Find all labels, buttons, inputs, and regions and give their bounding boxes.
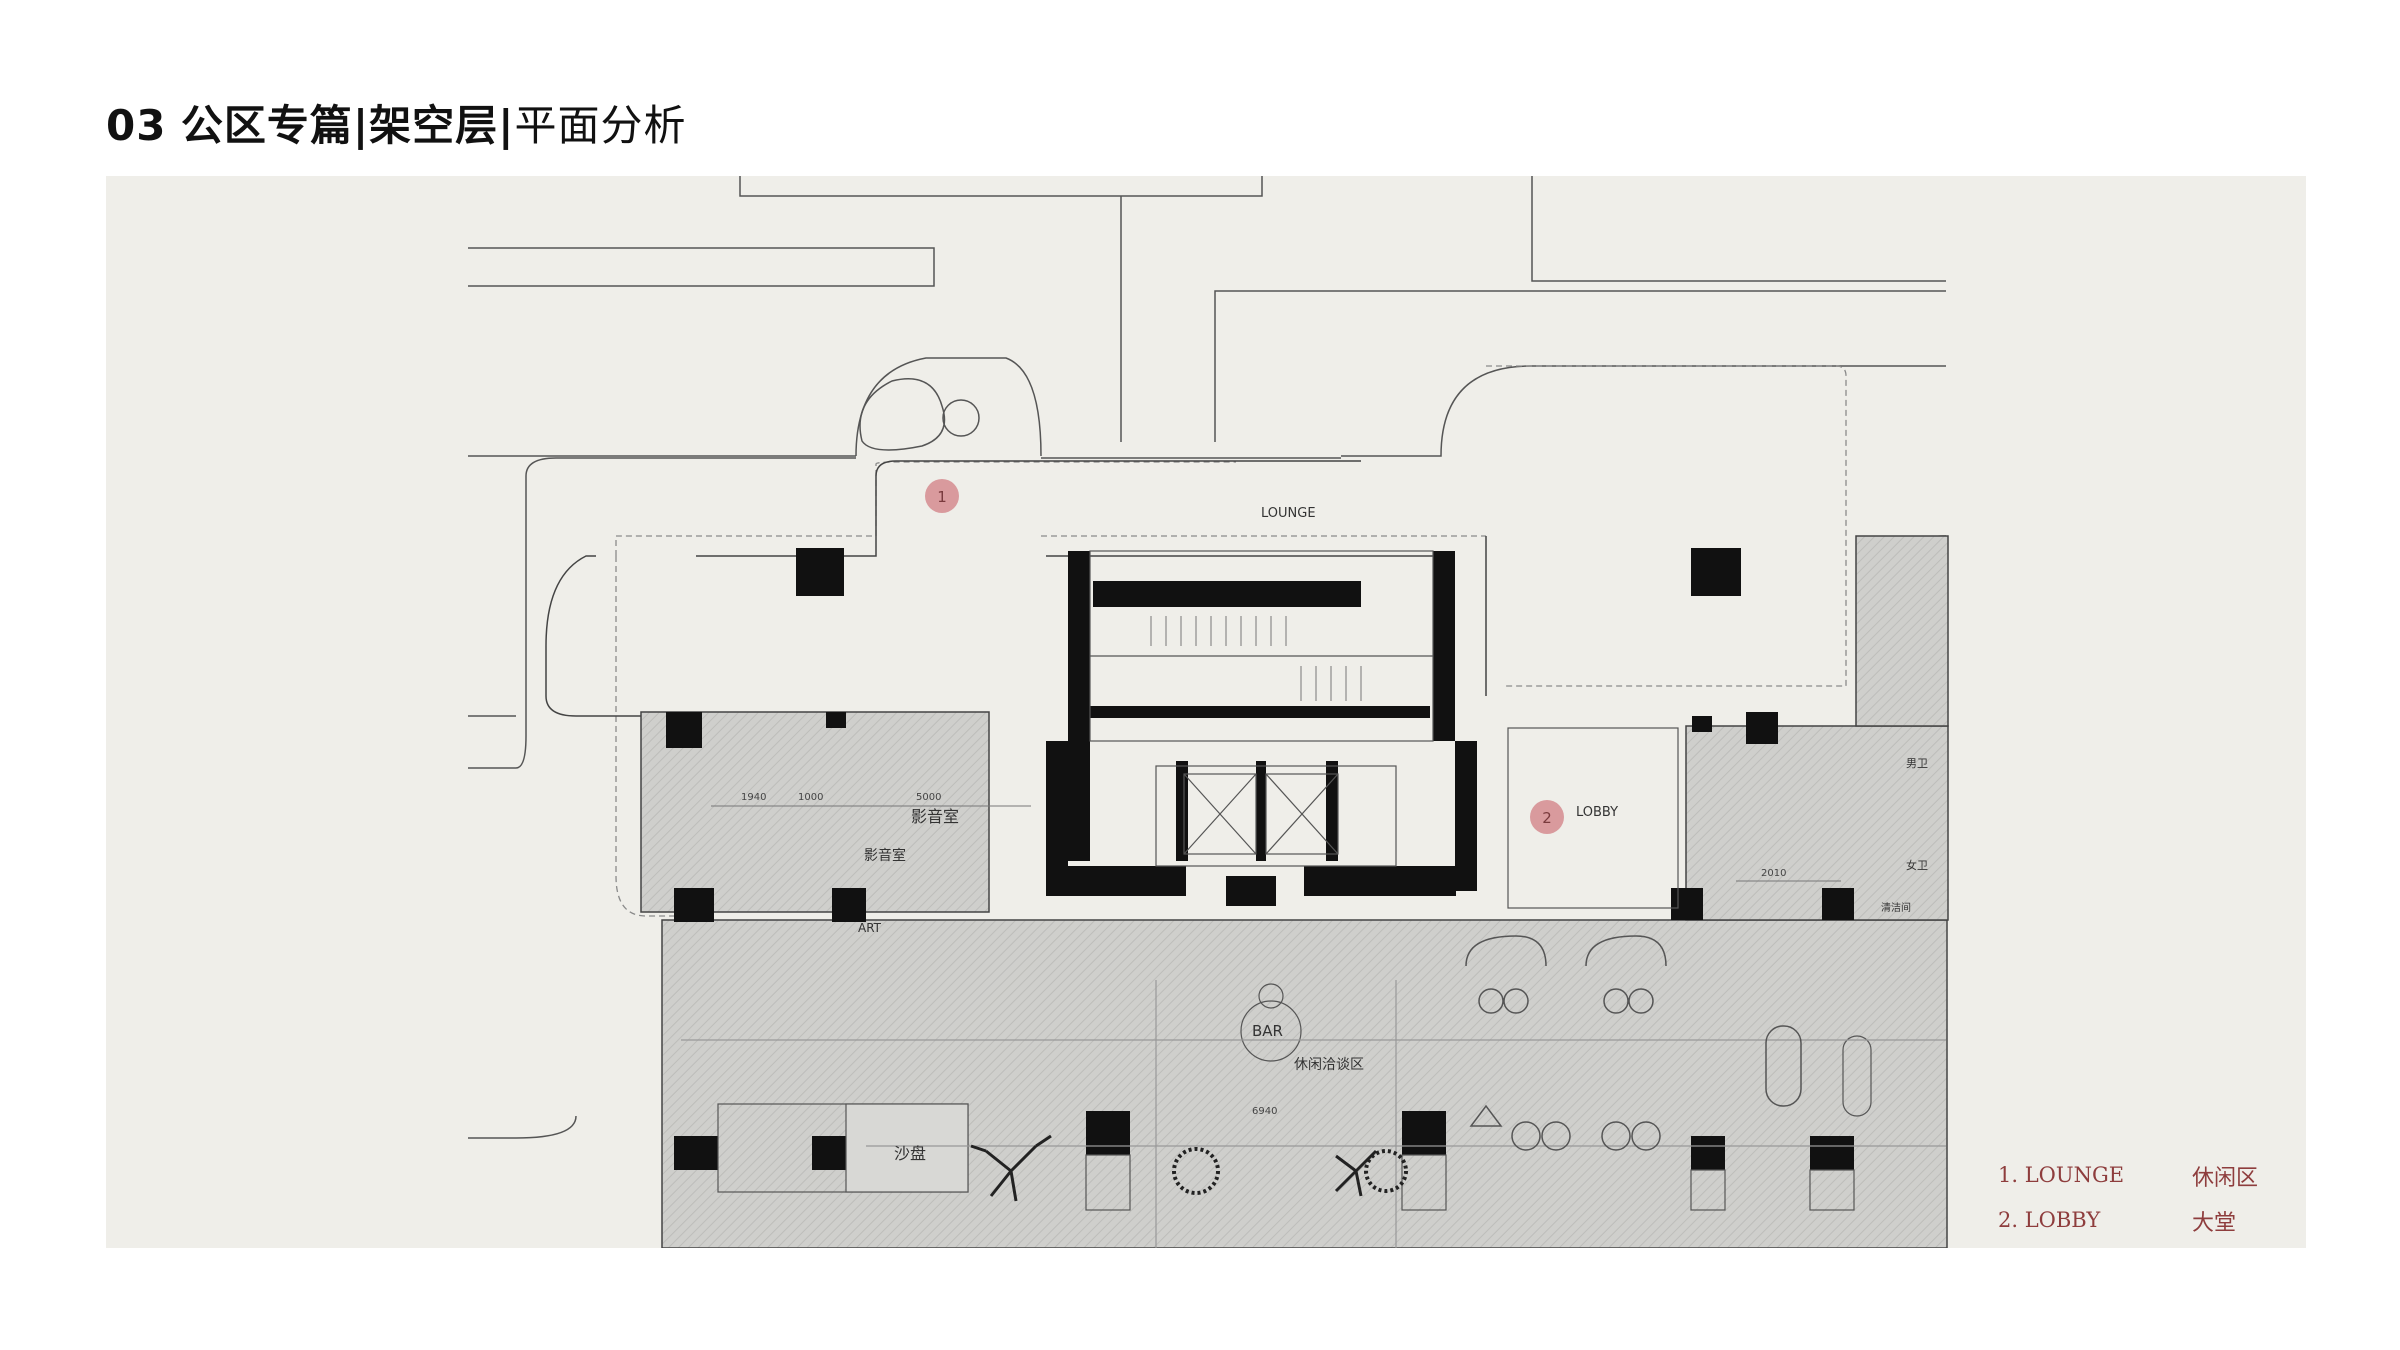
- floor-plan: 1 2 LOUNGE LOBBY 影音室 影音室 ART BAR 休闲洽谈区 沙…: [468, 176, 1949, 1248]
- marker-1-num: 1: [937, 488, 947, 506]
- dim-6940: 6940: [1252, 1106, 1277, 1117]
- dim-2010: 2010: [1761, 868, 1786, 879]
- trees: [970, 1134, 1408, 1202]
- label-leisure-area: 休闲洽谈区: [1294, 1057, 1364, 1073]
- dimensions: 1940 1000 5000 2010 6940: [711, 792, 1841, 1117]
- dim-5000: 5000: [916, 792, 941, 803]
- section-number: 03: [106, 101, 167, 150]
- marker-1: 1: [925, 479, 959, 513]
- label-lounge: LOUNGE: [1261, 506, 1316, 521]
- title-light: 平面分析: [514, 101, 687, 150]
- label-female-wc: 女卫: [1906, 858, 1928, 872]
- label-art: ART: [858, 921, 882, 935]
- marker-2: 2: [1530, 800, 1564, 834]
- core-walls: [1046, 551, 1477, 906]
- room-labels: LOUNGE LOBBY 影音室 影音室 ART BAR 休闲洽谈区 沙盘 男卫…: [858, 506, 1928, 1163]
- floor-plan-panel: 1 2 LOUNGE LOBBY 影音室 影音室 ART BAR 休闲洽谈区 沙…: [106, 176, 2306, 1248]
- core-details: [1089, 550, 1434, 867]
- fixtures: [681, 727, 1946, 1248]
- dim-1940: 1940: [741, 792, 766, 803]
- dim-1000: 1000: [798, 792, 823, 803]
- label-cinema-room-2: 影音室: [864, 847, 906, 864]
- legend-item-2-en: 2. LOBBY: [1998, 1208, 2101, 1232]
- page-title: 03 公区专篇|架空层|平面分析: [106, 92, 687, 153]
- marker-2-num: 2: [1542, 809, 1552, 827]
- furniture: [859, 378, 1802, 1151]
- label-male-wc: 男卫: [1906, 757, 1928, 770]
- legend-item-1-cn: 休闲区: [2192, 1166, 2259, 1191]
- site-lines: [468, 176, 1946, 1139]
- label-cinema-room: 影音室: [911, 807, 959, 826]
- hatched-zones: [640, 535, 1949, 1248]
- title-bold: 公区专篇|架空层|: [180, 101, 515, 150]
- legend-item-1-en: 1. LOUNGE: [1998, 1163, 2125, 1187]
- legend-item-2-cn: 大堂: [2192, 1211, 2237, 1236]
- label-sandbox: 沙盘: [894, 1144, 926, 1163]
- columns: [666, 548, 1854, 1170]
- label-cleaning: 清洁间: [1881, 901, 1911, 914]
- label-lobby: LOBBY: [1576, 805, 1618, 820]
- label-bar: BAR: [1252, 1022, 1283, 1040]
